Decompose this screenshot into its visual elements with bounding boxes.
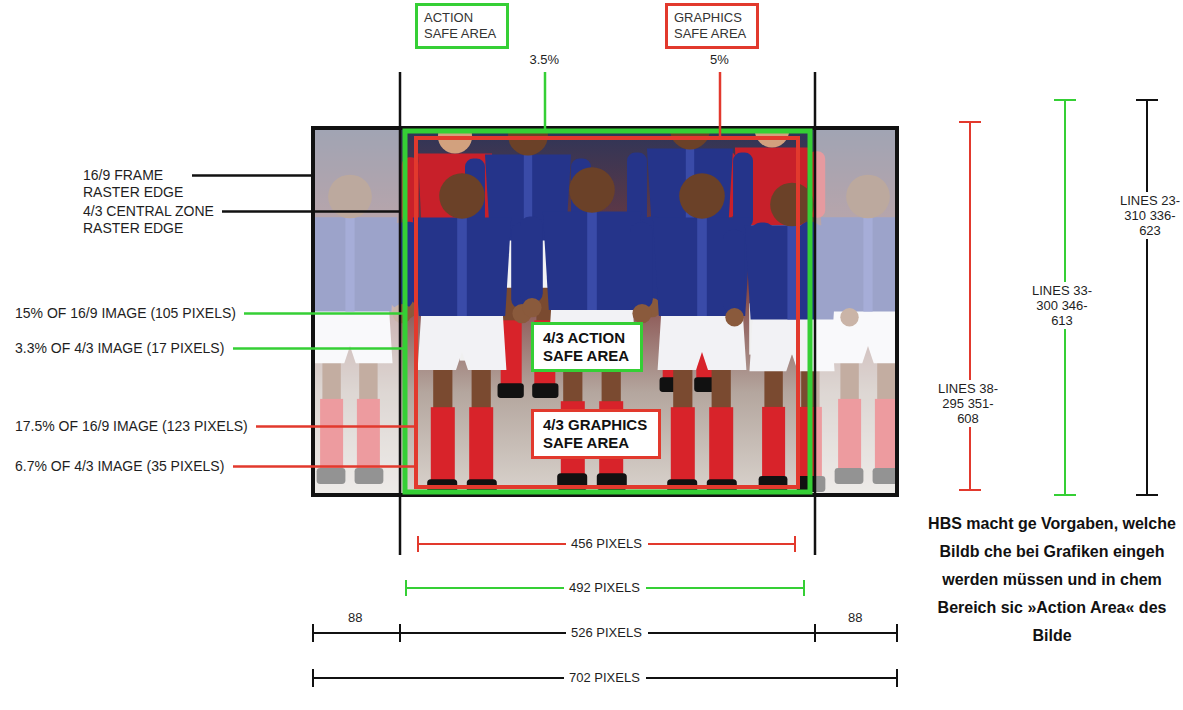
caption: HBS macht ge Vorgaben, welche Bildb che … bbox=[928, 510, 1176, 650]
margin-label: 15% OF 16/9 IMAGE (105 PIXELS) bbox=[15, 305, 237, 322]
dimension-label: 702 PIXELS bbox=[564, 669, 646, 687]
label-holder: 3.3% OF 4/3 IMAGE (17 PIXELS) bbox=[15, 340, 226, 357]
label-holder: 3.5% bbox=[530, 52, 561, 68]
dimension-label: 88 bbox=[348, 610, 364, 626]
leader-line bbox=[233, 347, 405, 350]
side-fade bbox=[313, 128, 400, 495]
label-holder: 17.5% OF 16/9 IMAGE (123 PIXELS) bbox=[15, 418, 249, 435]
label-holder: 5% bbox=[710, 52, 730, 68]
dimension-tick bbox=[312, 669, 314, 687]
dimension-tick bbox=[417, 536, 419, 552]
margin-label: 17.5% OF 16/9 IMAGE (123 PIXELS) bbox=[15, 418, 249, 435]
dimension-label: 456 PIXELS bbox=[566, 535, 648, 553]
label-holder: LINES 38-295 351-608 bbox=[933, 380, 1004, 427]
area-label-box: 4/3 GRAPHICS SAFE AREA bbox=[531, 409, 661, 459]
line-brackets bbox=[959, 100, 1158, 495]
label-holder: 15% OF 16/9 IMAGE (105 PIXELS) bbox=[15, 305, 237, 322]
dimension-tick bbox=[399, 624, 401, 642]
bracket-tick bbox=[1136, 99, 1158, 101]
leader-line bbox=[192, 174, 313, 177]
key-box: GRAPHICS SAFE AREA bbox=[665, 3, 759, 49]
edge-label: 16/9 FRAME RASTER EDGE bbox=[83, 167, 185, 201]
player-figure bbox=[520, 167, 664, 490]
label-holder: 456 PIXELS bbox=[566, 535, 648, 553]
dimension-label: 526 PIXELS bbox=[566, 624, 648, 642]
dimension-tick bbox=[312, 624, 314, 642]
box-label: 4/3 GRAPHICS SAFE AREA bbox=[543, 416, 649, 452]
leader-line bbox=[233, 465, 416, 468]
leader-line bbox=[256, 425, 416, 428]
label-holder: 88 bbox=[848, 610, 864, 626]
margin-label: 3.3% OF 4/3 IMAGE (17 PIXELS) bbox=[15, 340, 226, 357]
bracket-tick bbox=[1054, 99, 1076, 101]
leader-line bbox=[719, 72, 722, 136]
dimension-lines bbox=[313, 536, 897, 687]
caption-holder: HBS macht ge Vorgaben, welche Bildb che … bbox=[928, 510, 1176, 650]
dimension-tick bbox=[803, 580, 805, 596]
lines-label: LINES 33-300 346-613 bbox=[1027, 282, 1098, 329]
graphics-safe-rect bbox=[416, 138, 798, 487]
label-holder: 702 PIXELS bbox=[564, 669, 646, 687]
dimension-tick bbox=[896, 669, 898, 687]
bracket-tick bbox=[1136, 494, 1158, 496]
bracket-line bbox=[969, 122, 971, 490]
dimension-tick bbox=[405, 580, 407, 596]
leader-line bbox=[222, 210, 400, 213]
box-label: 4/3 ACTION SAFE AREA bbox=[543, 329, 631, 365]
percent-label: 5% bbox=[710, 52, 730, 68]
bracket-tick bbox=[959, 121, 981, 123]
dimension-tick bbox=[896, 624, 898, 642]
percent-label: 3.5% bbox=[530, 52, 561, 68]
label-holder: 16/9 FRAME RASTER EDGE bbox=[83, 167, 185, 201]
label-holder: LINES 33-300 346-613 bbox=[1027, 282, 1098, 329]
bracket-tick bbox=[1054, 494, 1076, 496]
leader-line bbox=[544, 72, 547, 129]
side-fade bbox=[815, 128, 897, 495]
lines-label: LINES 23-310 336-623 bbox=[1115, 192, 1183, 239]
label-holder: 492 PIXELS bbox=[564, 579, 646, 597]
player-figure bbox=[390, 173, 534, 495]
edge-label: 4/3 CENTRAL ZONE RASTER EDGE bbox=[83, 203, 215, 237]
label-holder: 526 PIXELS bbox=[566, 624, 648, 642]
label-holder: 88 bbox=[348, 610, 364, 626]
dimension-label: 492 PIXELS bbox=[564, 579, 646, 597]
area-label-box: 4/3 ACTION SAFE AREA bbox=[531, 322, 643, 372]
label-holder: LINES 23-310 336-623 bbox=[1115, 192, 1183, 239]
label-holder: 6.7% OF 4/3 IMAGE (35 PIXELS) bbox=[15, 458, 226, 475]
key-box: ACTION SAFE AREA bbox=[415, 3, 509, 49]
label-holder: 4/3 CENTRAL ZONE RASTER EDGE bbox=[83, 203, 215, 237]
bracket-tick bbox=[959, 489, 981, 491]
dimension-tick bbox=[814, 624, 816, 642]
dimension-label: 88 bbox=[848, 610, 864, 626]
action-safe-rect bbox=[405, 131, 810, 492]
box-label: ACTION SAFE AREA bbox=[424, 10, 498, 42]
margin-label: 6.7% OF 4/3 IMAGE (35 PIXELS) bbox=[15, 458, 226, 475]
box-label: GRAPHICS SAFE AREA bbox=[674, 10, 748, 42]
leader-line bbox=[244, 312, 405, 315]
bracket-line bbox=[1146, 100, 1148, 495]
lines-label: LINES 38-295 351-608 bbox=[933, 380, 1004, 427]
dimension-tick bbox=[794, 536, 796, 552]
central-zone-edge bbox=[814, 72, 817, 555]
